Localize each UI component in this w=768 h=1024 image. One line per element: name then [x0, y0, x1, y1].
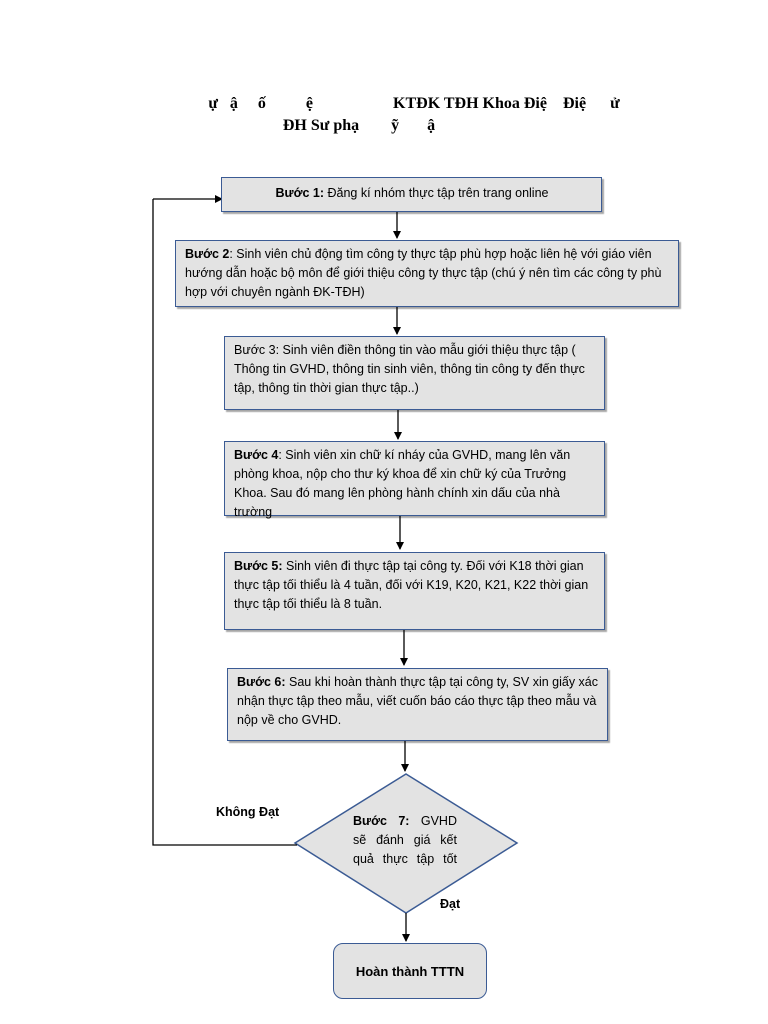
step-4-label: Bước 4: [234, 448, 279, 462]
final-label: Hoàn thành TTTN: [355, 963, 465, 979]
feedback-loop: [152, 199, 297, 846]
step-6-box: Bước 6: Sau khi hoàn thành thực tập tại …: [227, 668, 608, 741]
step-1-label: Bước 1:: [275, 186, 325, 200]
step-6-text: Sau khi hoàn thành thực tập tại công ty,…: [237, 675, 599, 727]
header-line-1: ự ậ ố ệ KTĐK TĐH Khoa Điệ Điệ ử: [208, 95, 620, 112]
step-7-decision-text: Bước 7: GVHD sẽ đánh giá kết quả thực tậ…: [353, 812, 457, 870]
step-5-text: Sinh viên đi thực tập tại công ty. Đối v…: [234, 559, 589, 611]
step-7-label: Bước 7:: [353, 814, 410, 828]
step-4-text: : Sinh viên xin chữ kí nháy của GVHD, ma…: [234, 448, 571, 519]
step-3-text: Bước 3: Sinh viên điền thông tin vào mẫu…: [234, 343, 585, 395]
branch-fail-label: Không Đạt: [216, 805, 280, 819]
step-7-text: GVHD sẽ đánh giá kết quả thực tập tốt ng…: [353, 814, 457, 866]
step-3-box: Bước 3: Sinh viên điền thông tin vào mẫu…: [224, 336, 605, 410]
final-box: Hoàn thành TTTN: [333, 943, 487, 999]
branch-pass-label: Đạt: [440, 897, 461, 911]
step-2-label: Bước 2: [185, 247, 230, 261]
step-5-label: Bước 5:: [234, 559, 283, 573]
step-5-box: Bước 5: Sinh viên đi thực tập tại công t…: [224, 552, 605, 630]
step-2-box: Bước 2: Sinh viên chủ động tìm công ty t…: [175, 240, 679, 307]
header-line-2: ĐH Sư phạ ỹ ậ: [282, 117, 436, 134]
step-1-box: Bước 1: Đăng kí nhóm thực tập trên trang…: [221, 177, 602, 212]
step-1-text: Đăng kí nhóm thực tập trên trang online: [324, 186, 549, 200]
step-6-label: Bước 6:: [237, 675, 286, 689]
step-4-box: Bước 4: Sinh viên xin chữ kí nháy của GV…: [224, 441, 605, 519]
step-2-text: : Sinh viên chủ động tìm công ty thực tậ…: [185, 247, 662, 299]
